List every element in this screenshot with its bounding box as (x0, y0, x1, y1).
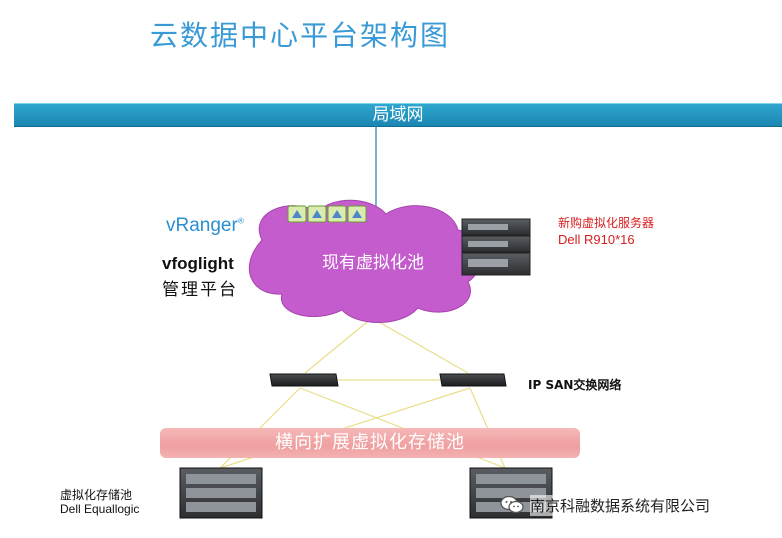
storage-pool-label: 横向扩展虚拟化存储池 (275, 432, 465, 453)
vm-icon (347, 205, 367, 223)
rack-server-stack (461, 218, 531, 276)
storage-array-icon (179, 467, 263, 519)
lan-bar: 局域网 (14, 103, 782, 127)
san-switch-icon (269, 373, 339, 387)
storage-title: 虚拟化存储池 (60, 488, 133, 502)
ip-san-label: IP SAN交换网络 (528, 378, 622, 392)
vm-icon (327, 205, 347, 223)
vm-icons (287, 205, 367, 223)
wechat-icon (500, 495, 524, 514)
vm-icon (287, 205, 307, 223)
rack-server-icon (461, 218, 531, 236)
page-title: 云数据中心平台架构图 (150, 19, 451, 52)
vm-icon (307, 205, 327, 223)
watermark: 南京科融数据系统有限公司 (500, 494, 711, 516)
cloud-label: 现有虚拟化池 (322, 253, 424, 273)
storage-model: Dell Equallogic (60, 502, 140, 516)
watermark-text: 南京科融数据系统有限公司 (530, 494, 711, 516)
san-switch-icon (439, 373, 507, 387)
vfoglight-label: vfoglight (162, 254, 234, 273)
registered-mark: ® (237, 216, 244, 226)
rack-server-icon (461, 252, 531, 276)
vranger-logo: vRanger® (166, 215, 244, 237)
new-servers-model: Dell R910*16 (558, 232, 635, 247)
management-platform-label: 管理平台 (162, 280, 238, 300)
virtualization-cloud (248, 199, 482, 323)
vranger-logo-text: vRanger (166, 215, 238, 236)
lan-label: 局域网 (372, 105, 424, 125)
new-servers-title: 新购虚拟化服务器 (558, 216, 655, 230)
rack-server-icon (461, 235, 531, 253)
storage-pool-bar: 横向扩展虚拟化存储池 (160, 428, 580, 458)
